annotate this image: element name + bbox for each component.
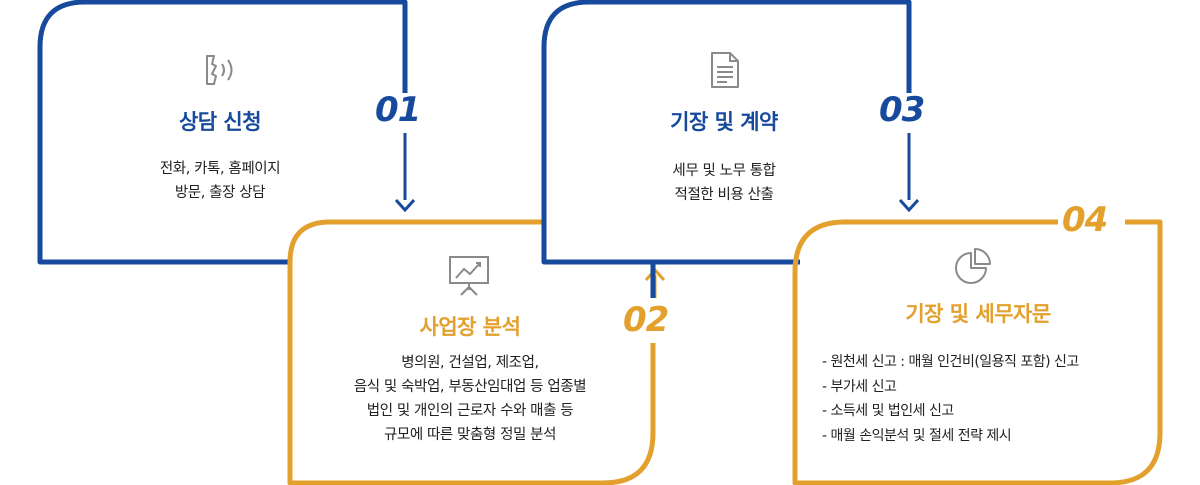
- step-1-title: 상담 신청: [178, 110, 262, 134]
- step-4-line: - 부가세 신고: [822, 378, 897, 395]
- step-4-number: 04: [1062, 200, 1108, 240]
- step-1-line: 방문, 출장 상담: [174, 185, 266, 201]
- step-4-title: 기장 및 세무자문: [905, 302, 1051, 326]
- step-2-frame: [287, 219, 656, 485]
- step-3-content: 기장 및 계약: [624, 106, 824, 136]
- step-3-description: 세무 및 노무 통합 적절한 비용 산출: [624, 159, 824, 207]
- step-3-frame: [541, 0, 912, 298]
- chart-board-icon: [449, 256, 489, 296]
- step-3-line: 세무 및 노무 통합: [672, 163, 776, 179]
- step-4-description: - 원천세 신고 : 매월 인건비(일용직 포함) 신고 - 부가세 신고 - …: [822, 350, 1152, 448]
- step-3-title: 기장 및 계약: [670, 110, 778, 134]
- step-2-content: 사업장 분석: [370, 311, 570, 341]
- step-2-number: 02: [623, 300, 669, 340]
- step-2-line: 음식 및 숙박업, 부동산임대업 등 업종별: [353, 379, 587, 395]
- step-1-line: 전화, 카톡, 홈페이지: [159, 161, 281, 177]
- step-2-title: 사업장 분석: [419, 315, 521, 339]
- step-4-frame: [792, 219, 1163, 485]
- document-icon: [711, 52, 739, 88]
- step-1-description: 전화, 카톡, 홈페이지 방문, 출장 상담: [120, 157, 320, 205]
- step-1-number: 01: [375, 90, 421, 130]
- step-4-line: - 매월 손익분석 및 절세 전략 제시: [822, 427, 1012, 444]
- phone-icon: [206, 55, 233, 85]
- step-4-line: - 소득세 및 법인세 신고: [822, 403, 954, 419]
- step-4-line: - 원천세 신고 : 매월 인건비(일용직 포함) 신고: [822, 354, 1079, 370]
- step-1-content: 상담 신청: [120, 106, 320, 136]
- pie-chart-icon: [955, 248, 991, 284]
- step-2-description: 병의원, 건설업, 제조업, 음식 및 숙박업, 부동산임대업 등 업종별 법인…: [310, 351, 630, 447]
- step-2-line: 법인 및 개인의 근로자 수와 매출 등: [366, 403, 574, 419]
- step-3-arrowhead: [898, 198, 920, 213]
- step-2-line: 규모에 따른 맞춤형 정밀 분석: [383, 427, 557, 443]
- step-3-line: 적절한 비용 산출: [674, 187, 774, 203]
- step-4-content: 기장 및 세무자문: [868, 298, 1088, 328]
- step-1-arrowhead: [394, 198, 416, 213]
- step-1-frame: [37, 0, 408, 265]
- step-3-number: 03: [879, 90, 925, 130]
- step-2-line: 병의원, 건설업, 제조업,: [401, 355, 539, 371]
